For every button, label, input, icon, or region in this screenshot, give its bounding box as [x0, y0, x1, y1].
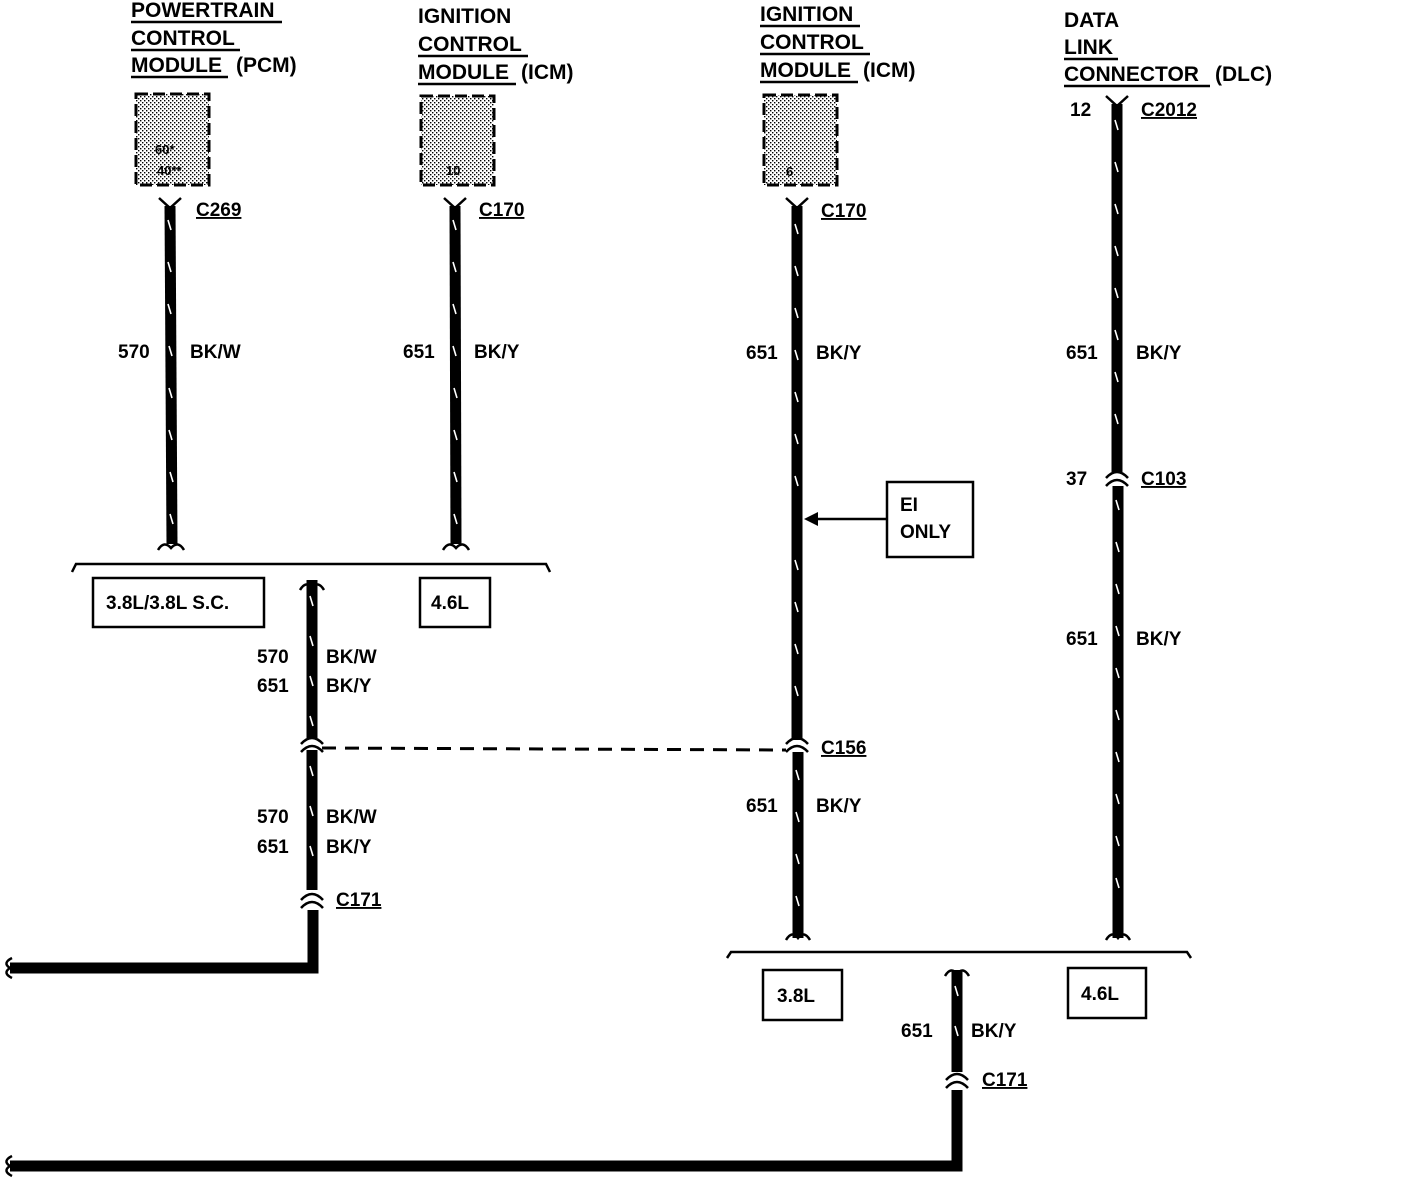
wire-icm2-upper-circuit: 651: [746, 343, 778, 364]
option-bar-right: [725, 950, 1193, 959]
engine-box-left-a-label: 3.8L/3.8L S.C.: [106, 593, 229, 614]
connector-c171-b: C171: [982, 1070, 1028, 1091]
icm2-connector-block: [762, 93, 839, 187]
ei-only-box: [885, 480, 975, 559]
wire-left-low-circuit-1: 570: [257, 807, 289, 828]
pcm-title-line-2: CONTROL: [131, 27, 235, 50]
icm2-connector-end: [785, 197, 809, 210]
engine-box-left-a: [91, 576, 266, 629]
icm1-connector-end: [443, 197, 467, 210]
pcm-pin-a: 60*: [155, 142, 175, 157]
wire-pcm-color: BK/W: [190, 342, 241, 363]
c171-left-inline: [300, 892, 324, 909]
wire-right-low-color: BK/Y: [971, 1021, 1017, 1042]
ground-end-left-upper: [5, 956, 13, 980]
dlc-title-line-1: DATA: [1064, 9, 1119, 32]
icm1-title-line-2: CONTROL: [418, 33, 522, 56]
icm1-abbrev: (ICM): [521, 61, 573, 84]
connector-c156: C156: [821, 738, 866, 759]
dlc-abbrev: (DLC): [1215, 63, 1272, 86]
engine-box-right-b: [1066, 966, 1148, 1020]
option-bars: [70, 562, 1193, 959]
wire-left-mid-color-1: BK/W: [326, 647, 377, 668]
ei-only-line-2: ONLY: [900, 522, 951, 543]
wire-right-low-circuit: 651: [901, 1021, 933, 1042]
wires: [10, 104, 1124, 1172]
connector-symbols: [5, 95, 1132, 1178]
ei-only-note: EI ONLY: [804, 480, 975, 559]
wire-left-mid-color-2: BK/Y: [326, 676, 372, 697]
wire-icm2-upper-color: BK/Y: [816, 343, 862, 364]
engine-box-left-b-label: 4.6L: [431, 593, 469, 614]
ei-only-arrowhead: [804, 512, 818, 526]
c156-dashed-link: [321, 746, 787, 752]
wire-left-mid-circuit-1: 570: [257, 647, 289, 668]
icm2-title-line-1: IGNITION: [760, 3, 853, 26]
engine-box-right-a-label: 3.8L: [777, 986, 815, 1007]
pcm-title-line-1: POWERTRAIN: [131, 0, 275, 22]
ground-end-left-lower: [5, 1154, 13, 1178]
icm-component-1: IGNITION CONTROL MODULE (ICM) 10: [418, 5, 573, 187]
wire-left-low-circuit-2: 651: [257, 837, 289, 858]
connector-c103-pin: 37: [1066, 469, 1087, 490]
wire-icm1-color: BK/Y: [474, 342, 520, 363]
icm1-pin: 10: [446, 163, 460, 178]
wire-icm2-lower-circuit: 651: [746, 796, 778, 817]
c171-right-inline: [945, 1072, 969, 1089]
dlc-title-line-3: CONNECTOR: [1064, 63, 1199, 86]
icm1-title-line-3: MODULE: [418, 61, 509, 84]
pcm-pin-b: 40**: [157, 163, 183, 178]
pcm-connector-block: [134, 92, 211, 187]
icm2-title-line-3: MODULE: [760, 59, 851, 82]
wire-dlc-upper-color: BK/Y: [1136, 343, 1182, 364]
icm2-pin: 6: [786, 164, 793, 179]
wire-dlc-lower-circuit: 651: [1066, 629, 1098, 650]
pcm-connector-end: [158, 197, 182, 210]
wire-dlc-upper-circuit: 651: [1066, 343, 1098, 364]
dlc-component: DATA LINK CONNECTOR (DLC) 12: [1064, 9, 1272, 121]
engine-box-right-a: [761, 968, 844, 1022]
connector-labels: C269 C170 C170 C2012 37 C103 C156 C171 C…: [196, 100, 1197, 1091]
dlc-connector-end: [1105, 95, 1129, 108]
wire-right-ground: [10, 1090, 963, 1172]
c156-left-inline: [300, 736, 324, 753]
connector-c170-b: C170: [821, 201, 866, 222]
wire-left-low-color-2: BK/Y: [326, 837, 372, 858]
icm2-abbrev: (ICM): [863, 59, 915, 82]
wire-icm1-circuit: 651: [403, 342, 435, 363]
connector-c2012: C2012: [1141, 100, 1197, 121]
engine-box-left-b: [418, 576, 492, 629]
wire-labels: 570 BK/W 651 BK/Y 651 BK/Y 651 BK/Y 651 …: [118, 342, 1182, 1042]
wire-icm2-lower-color: BK/Y: [816, 796, 862, 817]
dlc-pin: 12: [1070, 100, 1091, 121]
pcm-title-line-3: MODULE: [131, 54, 222, 77]
connector-c103: C103: [1141, 469, 1186, 490]
wire-dlc-lower-color: BK/Y: [1136, 629, 1182, 650]
engine-box-right-b-label: 4.6L: [1081, 984, 1119, 1005]
connector-c171-a: C171: [336, 890, 382, 911]
icm-component-2: IGNITION CONTROL MODULE (ICM) 6: [760, 3, 915, 187]
wire-pcm-circuit: 570: [118, 342, 150, 363]
c103-inline: [1105, 470, 1129, 487]
engine-boxes: 3.8L/3.8L S.C. 4.6L 3.8L 4.6L: [91, 576, 1148, 1022]
pcm-abbrev: (PCM): [236, 54, 297, 77]
icm1-connector-block: [419, 94, 496, 187]
wire-left-ground: [10, 910, 319, 974]
wire-pcm: [164, 205, 178, 545]
wire-left-mid-circuit-2: 651: [257, 676, 289, 697]
option-bar-left: [70, 562, 552, 573]
wire-left-low-color-1: BK/W: [326, 807, 377, 828]
wire-icm1: [449, 205, 462, 545]
wire-ticks: [167, 119, 1120, 1037]
icm1-title-line-1: IGNITION: [418, 5, 511, 28]
icm2-title-line-2: CONTROL: [760, 31, 864, 54]
dlc-title-line-2: LINK: [1064, 36, 1113, 59]
connector-c170-a: C170: [479, 200, 524, 221]
ei-only-line-1: EI: [900, 495, 918, 516]
pcm-component: POWERTRAIN CONTROL MODULE (PCM) 60* 40**: [131, 0, 297, 187]
c156-right-inline: [785, 736, 809, 753]
connector-c269: C269: [196, 200, 241, 221]
